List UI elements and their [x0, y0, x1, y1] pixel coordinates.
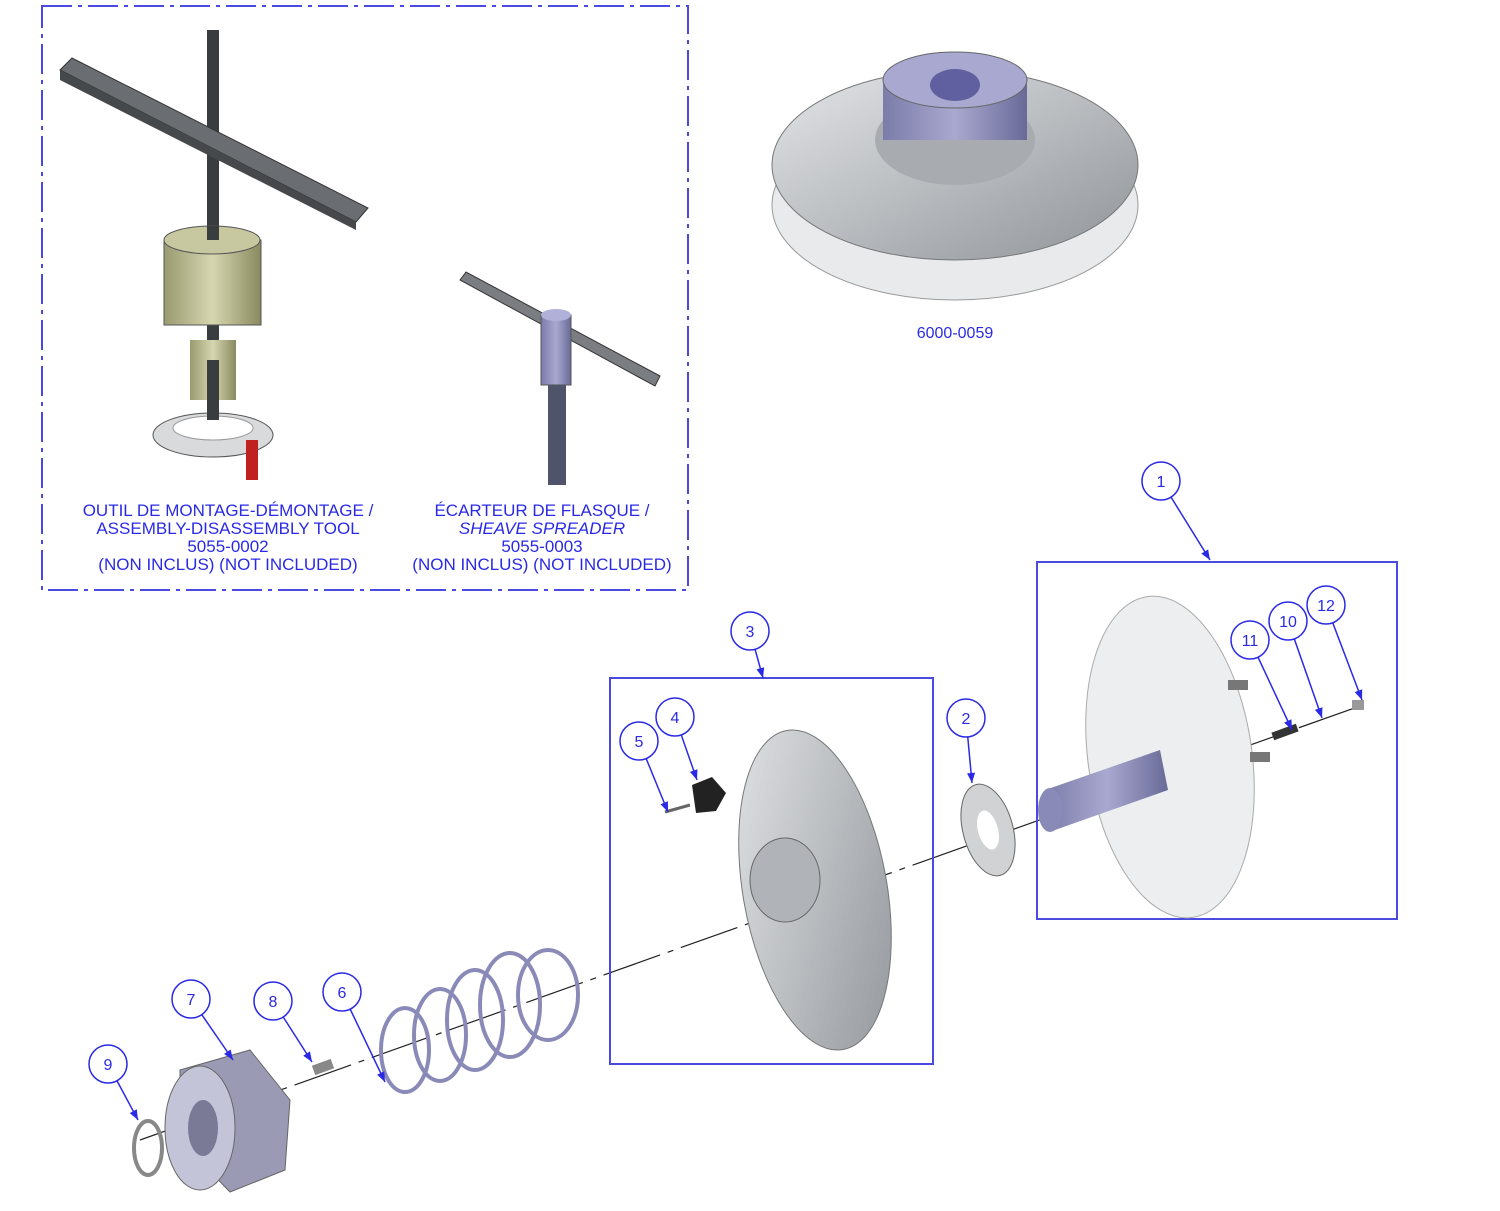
balloon-circle — [619, 721, 659, 761]
balloon-2: 2 — [946, 698, 986, 784]
balloon-circle — [1306, 585, 1346, 625]
balloon-number: 10 — [1279, 614, 1297, 631]
assembly-part-number: 6000-0059 — [917, 325, 994, 342]
balloon-number: 6 — [338, 985, 347, 1002]
tool-part-number: 5055-0003 — [501, 537, 583, 556]
movable-sheave-drawing — [664, 729, 892, 1051]
balloon-circle — [322, 972, 362, 1012]
balloon-number: 9 — [104, 1057, 113, 1074]
balloon-4: 4 — [655, 697, 698, 781]
tool-note: (NON INCLUS) (NOT INCLUDED) — [412, 555, 672, 574]
pin-drawing — [311, 1058, 335, 1076]
arrowhead — [1284, 719, 1292, 730]
tool-caption-assembly: OUTIL DE MONTAGE-DÉMONTAGE / ASSEMBLY-DI… — [48, 502, 408, 574]
leader-line — [1257, 656, 1293, 731]
arrowhead — [129, 1109, 138, 1120]
balloon-12: 12 — [1306, 585, 1363, 701]
arrowhead — [660, 801, 668, 812]
balloon-circle — [171, 979, 211, 1019]
balloon-number: 7 — [187, 992, 196, 1009]
tool-name-fr: ÉCARTEUR DE FLASQUE / — [434, 501, 650, 520]
tool-caption-spreader: ÉCARTEUR DE FLASQUE / SHEAVE SPREADER 50… — [392, 502, 692, 574]
balloon-6: 6 — [322, 972, 386, 1083]
leader-line — [1293, 638, 1323, 719]
assembled-sheave-drawing — [771, 51, 1139, 301]
item-1-box — [1036, 561, 1398, 920]
balloon-1: 1 — [1141, 461, 1211, 561]
arrowhead — [689, 769, 698, 780]
balloon-7: 7 — [171, 979, 234, 1061]
balloon-circle — [253, 981, 293, 1021]
arrowhead — [1201, 549, 1210, 560]
leader-line — [1332, 622, 1363, 701]
balloon-3: 3 — [730, 611, 770, 679]
tool-name-fr: OUTIL DE MONTAGE-DÉMONTAGE / — [82, 501, 374, 520]
balloon-number: 12 — [1317, 598, 1335, 615]
balloon-number: 3 — [746, 624, 755, 641]
cam-drawing — [164, 1049, 291, 1193]
balloon-circle — [1268, 601, 1308, 641]
balloon-9: 9 — [88, 1044, 139, 1121]
balloon-number: 4 — [671, 710, 680, 727]
balloon-circle — [730, 611, 770, 651]
arrowhead — [224, 1049, 233, 1060]
arrowhead — [1314, 707, 1323, 718]
fixed-sheave-drawing — [1038, 595, 1364, 919]
arrowhead — [756, 667, 765, 678]
tools-box — [41, 5, 689, 591]
balloon-number: 8 — [269, 994, 278, 1011]
balloon-8: 8 — [253, 981, 313, 1063]
spring-drawing — [379, 948, 580, 1094]
arrowhead — [967, 772, 976, 783]
balloon-number: 11 — [1242, 633, 1259, 650]
tool-part-number: 5055-0002 — [187, 537, 269, 556]
balloon-circle — [1141, 461, 1181, 501]
arrowhead — [303, 1051, 312, 1062]
tool-name-en: SHEAVE SPREADER — [458, 519, 626, 538]
tool-name-en: ASSEMBLY-DISASSEMBLY TOOL — [96, 519, 360, 538]
item-3-box — [609, 677, 934, 1065]
balloon-circle — [1230, 620, 1270, 660]
arrowhead — [377, 1071, 385, 1082]
balloon-number: 2 — [962, 711, 971, 728]
balloon-11: 11 — [1230, 620, 1293, 731]
balloon-5: 5 — [619, 721, 669, 813]
leader-line — [1170, 496, 1211, 561]
sheave-spreader-drawing — [459, 271, 661, 485]
tool-note: (NON INCLUS) (NOT INCLUDED) — [98, 555, 358, 574]
balloon-10: 10 — [1268, 601, 1323, 719]
leader-line — [349, 1008, 386, 1083]
snap-ring-drawing — [132, 1119, 164, 1177]
balloon-number: 5 — [635, 734, 644, 751]
balloon-number: 1 — [1157, 474, 1166, 491]
balloon-circle — [946, 698, 986, 738]
balloon-circle — [655, 697, 695, 737]
balloon-circle — [88, 1044, 128, 1084]
arrowhead — [1354, 689, 1363, 700]
assembly-disassembly-tool-drawing — [59, 30, 369, 480]
